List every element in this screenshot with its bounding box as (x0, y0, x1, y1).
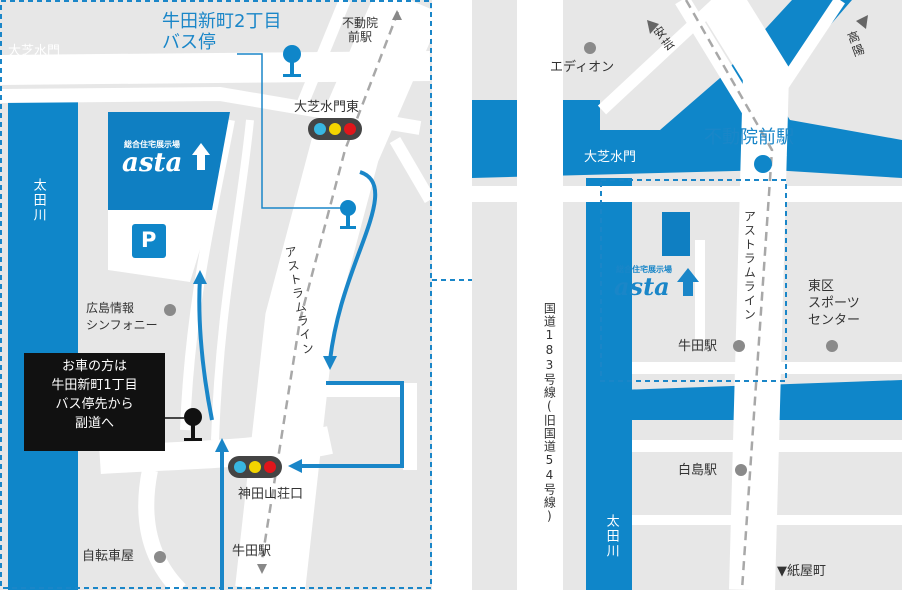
kandasanso-label: 神田山荘口 (238, 487, 304, 502)
bus-stop-title-line1: 牛田新町2丁目 (162, 11, 282, 32)
detail-map-background (0, 0, 443, 590)
route-arrow-left (197, 277, 214, 421)
sports-center-label: 東区 スポーツ センター (808, 278, 860, 329)
route-arrow-uturn (298, 381, 404, 468)
parking-icon (132, 224, 166, 258)
car-note-line4: 副道へ (74, 416, 114, 431)
sports-center-line3: センター (808, 313, 861, 328)
wide-map-background (472, 0, 902, 590)
fudoin-direction-label: 不動院 前駅 (342, 16, 378, 44)
hall-label: 広島情報 シンフォニー (86, 300, 158, 334)
wide-showroom-brand: asta (614, 272, 670, 301)
bicycle-shop-marker (154, 551, 166, 563)
kamiyacho-label: ▼紙屋町 (777, 564, 826, 579)
car-note-line1: お車の方は (61, 359, 127, 374)
hall-line2: シンフォニー (86, 318, 158, 332)
hall-line1: 広島情報 (86, 301, 135, 315)
car-note-line3: バス停先から (55, 397, 134, 412)
daishibamon-higashi-label: 大芝水門東 (294, 100, 360, 115)
detail-map-frame (0, 0, 432, 589)
traffic-light-icon-bottom (228, 456, 282, 478)
detail-daishibamon-label: 大芝水門 (8, 44, 61, 59)
fudoin-station-label: 不動院前駅 (704, 127, 794, 148)
fudoin-station-marker (754, 155, 772, 173)
car-note-line2: 牛田新町1丁目 (51, 378, 138, 393)
hakushima-station-marker (735, 464, 747, 476)
bus-stop-title: 牛田新町2丁目 バス停 (162, 11, 282, 53)
fudoin-direction-line1: 不動院 (342, 16, 379, 30)
ushita-station-marker (733, 340, 745, 352)
showroom-brand: asta (122, 148, 183, 178)
route-arrow-right (328, 170, 378, 361)
edion-marker (584, 42, 596, 54)
sports-center-line1: 東区 (808, 279, 835, 294)
ajina-direction-arrow-icon (647, 20, 659, 34)
bus-stop-icon-black (165, 408, 202, 441)
wide-astram-label: アストラムライン (742, 210, 757, 322)
detail-ushita-station-label: 牛田駅 (232, 544, 272, 559)
showroom-building (108, 112, 230, 210)
wide-showroom-small-label: 総合住宅展示場 (616, 265, 672, 274)
traffic-light-icon-top (308, 118, 362, 140)
bus-stop-icon-middle (340, 200, 356, 229)
parking-label: P (141, 228, 157, 252)
sports-center-marker (826, 340, 838, 352)
hakushima-station-label: 白島駅 (678, 463, 718, 478)
route54-label: 国道183号線(旧国道54号線) (542, 302, 557, 524)
showroom-small-label: 総合住宅展示場 (124, 140, 180, 149)
edion-label: エディオン (550, 60, 615, 75)
bus-stop-title-line2: バス停 (162, 31, 216, 53)
sports-center-line2: スポーツ (808, 296, 860, 311)
detail-river-label: 太田川 (30, 178, 46, 223)
wide-river-label: 太田川 (603, 514, 619, 559)
bicycle-shop-label: 自転車屋 (82, 549, 135, 564)
wide-map-focus-frame (600, 179, 787, 382)
wide-ushita-station-label: 牛田駅 (678, 339, 718, 354)
bus-stop-icon-top (283, 45, 301, 77)
koyo-direction-arrow-icon (856, 15, 868, 29)
showroom-up-arrow-icon (192, 143, 210, 170)
hall-marker (164, 304, 176, 316)
wide-showroom-arrow-icon (677, 268, 699, 296)
car-note: お車の方は 牛田新町1丁目 バス停先から 副道へ (24, 353, 165, 451)
detail-river (8, 96, 78, 590)
fudoin-direction-line2: 前駅 (348, 30, 373, 44)
wide-daishibamon-label: 大芝水門 (584, 150, 637, 165)
wide-showroom-building (662, 212, 690, 256)
